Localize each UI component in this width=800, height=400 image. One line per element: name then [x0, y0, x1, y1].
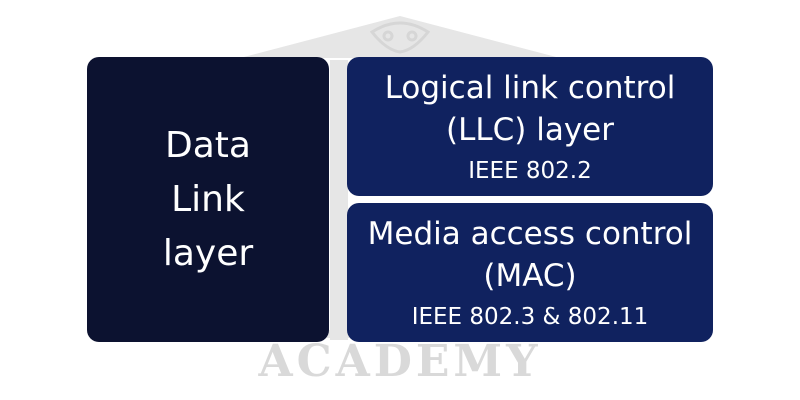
llc-sublayer-standard: IEEE 802.2	[468, 157, 592, 184]
data-link-layer-block: Data Link layer	[87, 57, 329, 342]
watermark-roof	[240, 16, 560, 58]
watermark-emblem	[369, 21, 431, 54]
watermark-column	[330, 60, 348, 340]
mac-sublayer-title: Media access control (MAC)	[367, 215, 693, 294]
llc-sublayer-title: Logical link control (LLC) layer	[384, 69, 676, 148]
data-link-layer-label: Data Link layer	[162, 124, 254, 274]
llc-sublayer-block: Logical link control (LLC) layer IEEE 80…	[347, 57, 713, 196]
mac-sublayer-block: Media access control (MAC) IEEE 802.3 & …	[347, 203, 713, 342]
mac-sublayer-standard: IEEE 802.3 & 802.11	[411, 303, 649, 330]
watermark-text: ACADEMY	[258, 336, 542, 387]
